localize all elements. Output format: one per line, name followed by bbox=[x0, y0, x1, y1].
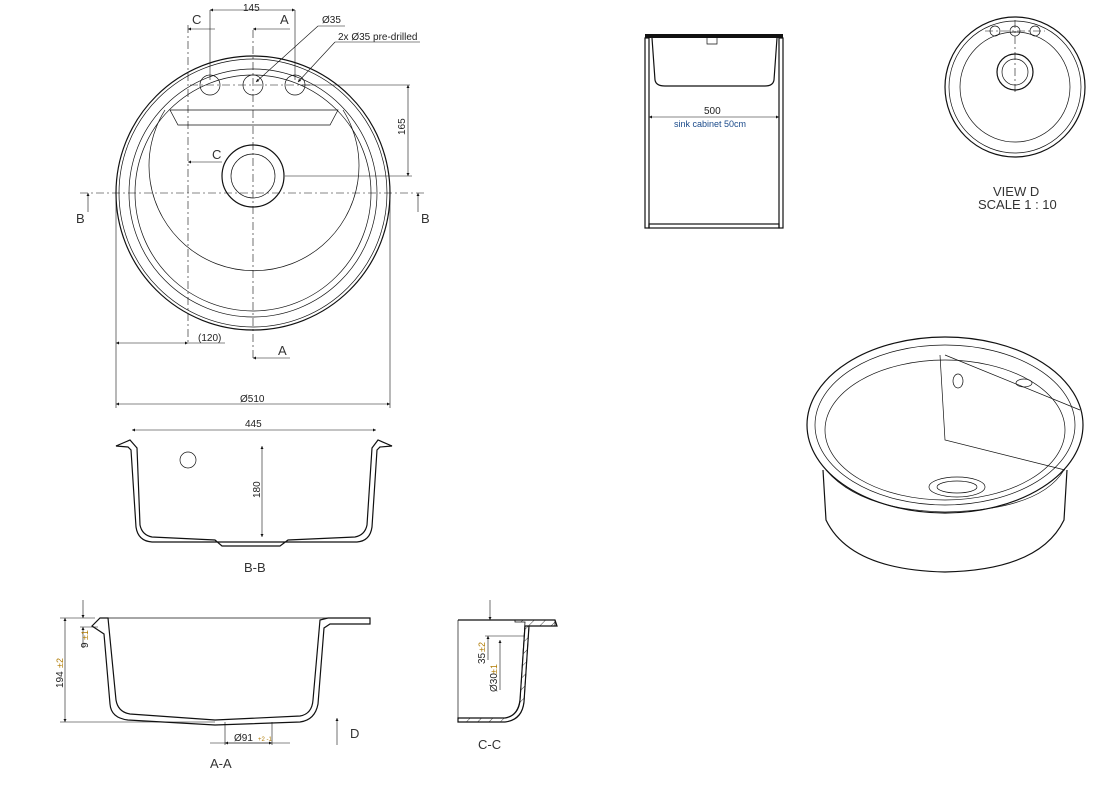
dim-510: Ø510 bbox=[240, 394, 265, 405]
section-b-b: 445 180 B-B bbox=[115, 419, 393, 575]
section-a-label: A bbox=[280, 12, 289, 27]
dim-35-tol: ±2 bbox=[477, 642, 487, 652]
section-c-c-title: C-C bbox=[478, 737, 501, 752]
section-a-a-title: A-A bbox=[210, 756, 232, 771]
dim-145: 145 bbox=[243, 3, 260, 14]
dim-91: Ø91 bbox=[234, 733, 253, 744]
view-d-title: VIEW D bbox=[993, 184, 1039, 199]
plan-view: 145 C A Ø35 2x Ø35 pre-drilled 165 C B B… bbox=[76, 3, 430, 408]
dim-500: 500 bbox=[704, 106, 721, 117]
dim-9: 9 bbox=[80, 642, 91, 648]
dim-165: 165 bbox=[397, 118, 408, 135]
view-d: VIEW D SCALE 1 : 10 bbox=[944, 16, 1086, 212]
predrilled-note: 2x Ø35 pre-drilled bbox=[338, 32, 417, 43]
section-a-a: 194 ±2 9 ±1 Ø91 +2 -1 D A-A bbox=[55, 600, 371, 771]
section-a-label-bottom: A bbox=[278, 343, 287, 358]
dim-30: Ø30 bbox=[489, 673, 500, 692]
dim-194-tol: ±2 bbox=[55, 658, 65, 668]
view-d-arrow-label: D bbox=[350, 726, 359, 741]
dim-194: 194 bbox=[55, 671, 66, 688]
cabinet-note: sink cabinet 50cm bbox=[674, 119, 746, 129]
section-c-c: 35 ±2 Ø30 ±1 C-C bbox=[457, 600, 558, 752]
hole-diameter-label: Ø35 bbox=[322, 15, 341, 26]
dim-30-tol: ±1 bbox=[489, 664, 499, 674]
section-c-label-mid: C bbox=[212, 147, 221, 162]
section-b-left: B bbox=[76, 211, 85, 226]
cabinet-view: 500 sink cabinet 50cm bbox=[644, 34, 784, 229]
section-b-b-title: B-B bbox=[244, 560, 266, 575]
dim-180: 180 bbox=[252, 481, 263, 498]
dim-35: 35 bbox=[477, 652, 488, 664]
isometric-view bbox=[806, 336, 1084, 573]
section-c-label: C bbox=[192, 12, 201, 27]
dim-91-tol: +2 -1 bbox=[258, 737, 273, 743]
view-d-scale: SCALE 1 : 10 bbox=[978, 197, 1057, 212]
dim-120: (120) bbox=[198, 333, 221, 344]
dim-445: 445 bbox=[245, 419, 262, 430]
section-b-right: B bbox=[421, 211, 430, 226]
dim-9-tol: ±1 bbox=[80, 630, 90, 640]
